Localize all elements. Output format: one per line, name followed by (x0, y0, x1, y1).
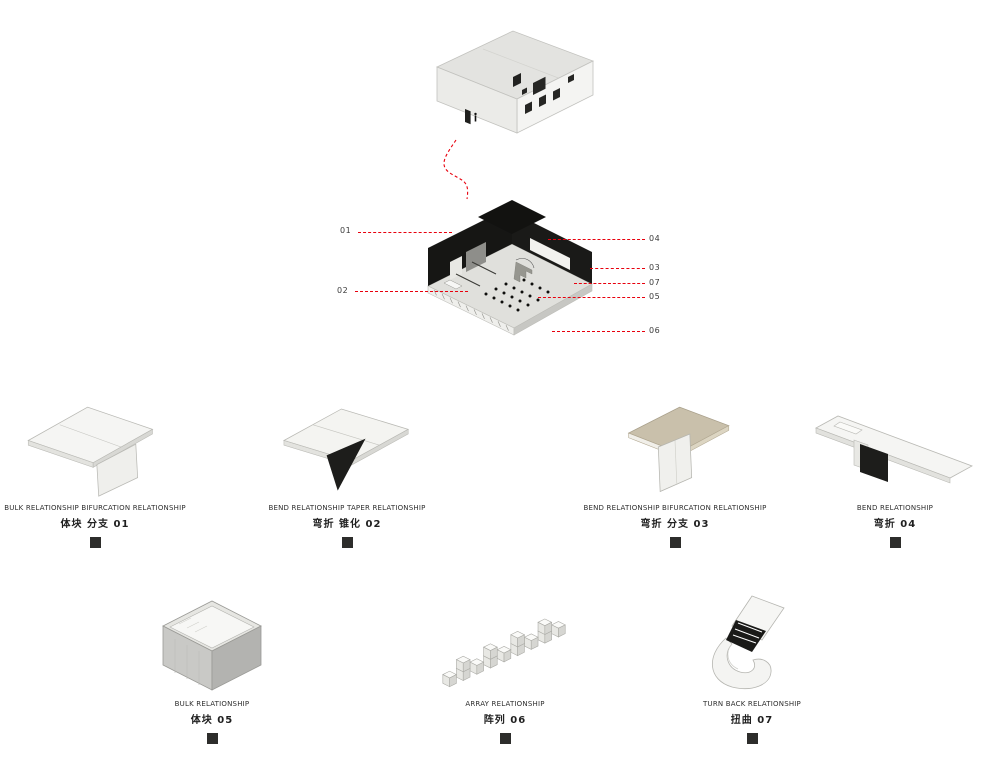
interior-axon-figure (427, 200, 593, 336)
diagram-03-shape (595, 396, 755, 498)
diagram-05-shape (157, 592, 267, 694)
legend-card-04: BEND RELATIONSHIP 弯折 04 (805, 396, 985, 548)
legend-card-06: ARRAY RELATIONSHIP 阵列 06 (415, 592, 595, 744)
legend-02-cn: 弯折 锥化 02 (312, 519, 382, 530)
legend-02-en: BEND RELATIONSHIP TAPER RELATIONSHIP (268, 504, 426, 512)
legend-05-en: BULK RELATIONSHIP (174, 700, 250, 708)
leader-line-01 (358, 232, 452, 233)
legend-07-en: TURN BACK RELATIONSHIP (703, 700, 801, 708)
legend-02-square (341, 537, 353, 548)
legend-07-cn: 扭曲 07 (730, 715, 774, 726)
callout-06: 06 (649, 326, 661, 335)
legend-card-01: BULK RELATIONSHIP BIFURCATION RELATIONSH… (4, 396, 186, 548)
legend-07-square (746, 733, 758, 744)
diagram-01-shape (15, 396, 175, 498)
legend-03-cn: 弯折 分支 03 (640, 519, 710, 530)
legend-card-05: BULK RELATIONSHIP 体块 05 (122, 592, 302, 744)
diagram-06-shape (430, 592, 580, 694)
callout-04: 04 (649, 234, 661, 243)
legend-04-cn: 弯折 04 (873, 519, 917, 530)
legend-06-cn: 阵列 06 (483, 715, 527, 726)
leader-line-06 (552, 331, 645, 332)
legend-03-square (669, 537, 681, 548)
legend-03-en: BEND RELATIONSHIP BIFURCATION RELATIONSH… (583, 504, 767, 512)
legend-card-03: BEND RELATIONSHIP BIFURCATION RELATIONSH… (583, 396, 767, 548)
legend-01-en: BULK RELATIONSHIP BIFURCATION RELATIONSH… (4, 504, 186, 512)
leader-line-02 (355, 291, 468, 292)
legend-card-02: BEND RELATIONSHIP TAPER RELATIONSHIP 弯折 … (257, 396, 437, 548)
diagram-07-shape (692, 592, 812, 694)
legend-04-en: BEND RELATIONSHIP (856, 504, 934, 512)
callout-01: 01 (340, 226, 352, 235)
leader-line-04 (548, 239, 645, 240)
leader-line-03 (590, 268, 645, 269)
legend-04-square (889, 537, 901, 548)
legend-05-cn: 体块 05 (190, 715, 234, 726)
callout-05: 05 (649, 292, 661, 301)
connector-line (443, 139, 469, 200)
legend-01-cn: 体块 分支 01 (60, 519, 130, 530)
legend-06-square (499, 733, 511, 744)
diagram-02-shape (267, 396, 427, 498)
callout-02: 02 (337, 286, 349, 295)
legend-06-en: ARRAY RELATIONSHIP (465, 700, 545, 708)
building-axon-figure (436, 30, 594, 134)
leader-line-07 (574, 283, 645, 284)
diagram-04-shape (810, 396, 980, 498)
leader-line-05 (538, 297, 645, 298)
legend-01-square (89, 537, 101, 548)
callout-03: 03 (649, 263, 661, 272)
legend-card-07: TURN BACK RELATIONSHIP 扭曲 07 (662, 592, 842, 744)
callout-07: 07 (649, 278, 661, 287)
legend-05-square (206, 733, 218, 744)
